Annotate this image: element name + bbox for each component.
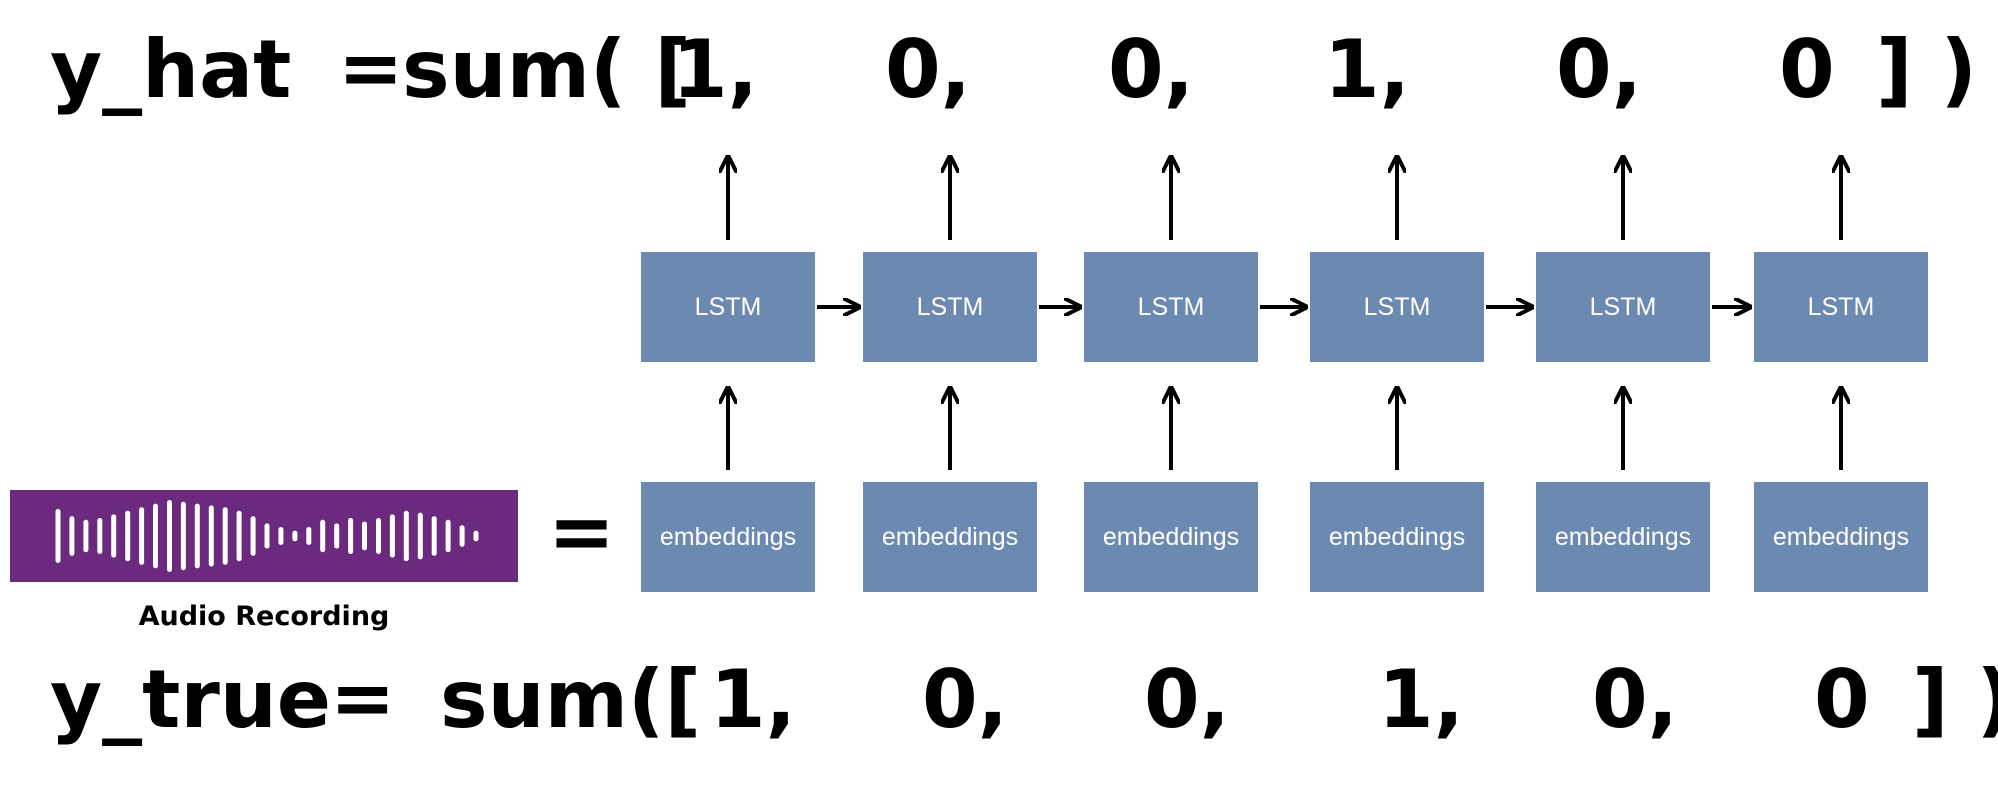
lstm-cell-5: LSTM: [1536, 252, 1710, 362]
waveform-bar: [167, 500, 172, 572]
waveform-bar: [194, 503, 200, 569]
embedding-cell-1: embeddings: [641, 482, 815, 592]
lstm-cell-6: LSTM: [1754, 252, 1928, 362]
waveform-bar: [348, 518, 354, 554]
y-true-value-3: 0,: [1144, 653, 1231, 746]
waveform-bar: [97, 518, 103, 554]
lstm-cell-3: LSTM: [1084, 252, 1258, 362]
waveform-bar: [236, 510, 242, 562]
y-true-equals: =: [330, 654, 396, 744]
y-hat-value-2: 0,: [885, 23, 972, 116]
waveform-bar: [264, 523, 270, 549]
y-hat-equals: =: [338, 24, 404, 114]
waveform-bar: [222, 507, 228, 565]
waveform-bar: [180, 501, 186, 571]
lstm-cell-1: LSTM: [641, 252, 815, 362]
y-hat-value-3: 0,: [1108, 23, 1195, 116]
lstm-cell-4: LSTM: [1310, 252, 1484, 362]
y-true-value-2: 0,: [922, 653, 1009, 746]
waveform-bar: [417, 512, 423, 560]
waveform-bar: [473, 530, 479, 542]
arrow-group: [728, 157, 1841, 470]
lstm-cell-2: LSTM: [863, 252, 1037, 362]
waveform-bar: [83, 519, 89, 553]
waveform-bar: [292, 530, 298, 542]
y-true-open: sum([: [440, 653, 702, 746]
waveform-bar: [208, 505, 214, 567]
audio-recording-label: Audio Recording: [138, 601, 390, 632]
waveform-bar: [459, 525, 465, 547]
y-hat-label: y_hat: [50, 23, 292, 116]
embedding-cell-6: embeddings: [1754, 482, 1928, 592]
waveform-bar: [320, 519, 326, 553]
y-true-value-1: 1,: [710, 653, 797, 746]
waveform-bar: [55, 509, 61, 563]
embedding-cell-3: embeddings: [1084, 482, 1258, 592]
waveform-bar: [403, 510, 409, 562]
waveform-bar: [362, 521, 367, 551]
y-hat-close: ] ): [1876, 23, 1977, 116]
embedding-cell-5: embeddings: [1536, 482, 1710, 592]
embedding-cell-4: embeddings: [1310, 482, 1484, 592]
y-hat-open: sum( [: [402, 23, 691, 116]
y-true-value-5: 0,: [1592, 653, 1679, 746]
waveform-bar: [125, 510, 131, 562]
y-hat-value-5: 0,: [1556, 23, 1643, 116]
y-true-label: y_true: [50, 653, 332, 746]
waveform-bar: [334, 523, 340, 549]
audio-waveform-icon: [10, 490, 518, 582]
y-hat-value-4: 1,: [1324, 23, 1411, 116]
waveform-bar: [139, 507, 145, 565]
y-true-value-6: 0: [1814, 653, 1870, 746]
y-hat-value-6: 0: [1779, 23, 1835, 116]
audio-equals-sign: =: [548, 485, 616, 578]
waveform-bar: [431, 516, 437, 556]
waveform-bar: [111, 514, 117, 558]
waveform-bar: [376, 518, 381, 554]
waveform-bar: [250, 516, 256, 556]
waveform-bar: [306, 527, 312, 545]
waveform-bar: [278, 527, 284, 545]
y-true-close: ] ): [1912, 653, 1998, 746]
y-hat-value-1: 1,: [672, 23, 759, 116]
waveform-bar: [153, 503, 158, 569]
y-true-value-4: 1,: [1378, 653, 1465, 746]
waveform-bar: [69, 516, 75, 556]
waveform-bar: [445, 519, 451, 553]
waveform-bar: [389, 514, 395, 558]
embedding-cell-2: embeddings: [863, 482, 1037, 592]
